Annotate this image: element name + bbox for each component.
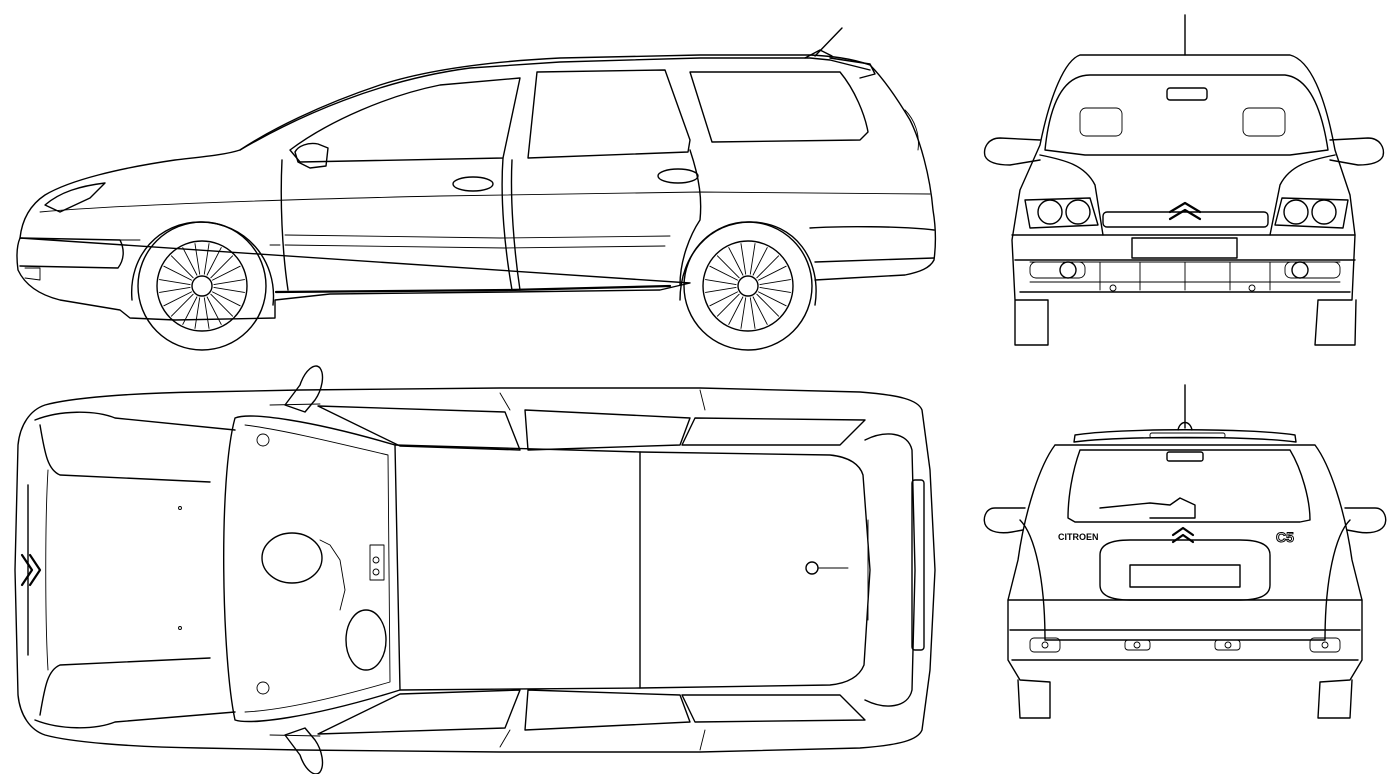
front-lower-grille (1029, 261, 1341, 291)
front-left-foglight (1059, 261, 1077, 279)
side-front-wheel (131, 221, 275, 351)
wheel-spoke (749, 243, 768, 276)
wheel-spoke (203, 243, 222, 276)
front-body-outline (1011, 54, 1357, 346)
wheel-spoke (759, 279, 791, 293)
wheel-spoke (163, 291, 194, 317)
side-mirror (294, 142, 329, 169)
side-front-door-handle (452, 176, 494, 192)
top-seat-right (345, 609, 387, 671)
top-rear-spoiler (911, 479, 925, 651)
wheel-spoke (705, 279, 737, 293)
rear-brand-badge: CITROEN (1058, 532, 1099, 542)
front-license-plate (1131, 237, 1238, 259)
rear-spoiler (1073, 429, 1297, 443)
wheel-spoke (728, 296, 747, 329)
wheel-spoke (756, 291, 787, 317)
top-view (14, 365, 936, 774)
front-chevron-logo (1168, 201, 1202, 221)
side-rear-bumper (809, 225, 935, 263)
side-sill (274, 284, 672, 294)
wheel-spoke (163, 255, 194, 281)
front-rearview-mirror (1166, 87, 1208, 101)
front-left-headlight (1024, 197, 1099, 229)
side-rear-door (510, 149, 702, 291)
wheel-spoke (709, 291, 740, 317)
top-roof-outline (394, 444, 871, 691)
front-left-mirror (983, 137, 1041, 166)
side-body-outline (16, 54, 937, 321)
side-view (16, 27, 937, 351)
top-left-window (317, 405, 866, 451)
rear-body-outline (1007, 444, 1363, 719)
rear-chevron-logo (1171, 526, 1195, 544)
top-chevron-logo (20, 553, 42, 587)
front-right-headrest (1242, 107, 1286, 137)
side-rear-door-handle (657, 168, 699, 184)
front-view (983, 14, 1385, 346)
side-quarter-window (689, 71, 869, 143)
front-left-headrest (1079, 107, 1123, 137)
wheel-spoke (728, 243, 747, 276)
top-right-mirror (284, 727, 324, 774)
side-rear-wheel (679, 221, 817, 351)
wheel-spoke (709, 255, 740, 281)
side-taillight (904, 109, 919, 151)
rear-license-plate (1129, 564, 1241, 588)
rear-window (1067, 449, 1311, 523)
wheel-spoke (182, 296, 201, 329)
front-windshield (1044, 74, 1329, 156)
rear-brake-light (1166, 451, 1204, 462)
wheel-spoke (182, 243, 201, 276)
side-front-bumper (19, 237, 124, 269)
side-spoiler (829, 57, 876, 79)
top-body-outline (14, 387, 936, 753)
front-grille (1102, 211, 1269, 228)
wheel-spoke (756, 255, 787, 281)
side-front-door (280, 157, 513, 291)
rear-wiper (1099, 497, 1196, 519)
wheel-spoke (749, 296, 768, 329)
side-roofline (239, 57, 871, 151)
front-right-foglight (1291, 261, 1309, 279)
side-headlight (44, 182, 106, 213)
wheel-spoke (159, 279, 191, 293)
top-rear-window (864, 433, 916, 707)
front-right-mirror (1329, 137, 1385, 166)
wheel-spoke (203, 296, 222, 329)
wheel-spoke (210, 255, 241, 281)
rear-bumper (1007, 599, 1363, 661)
rear-right-mirror (1344, 507, 1387, 534)
rear-model-badge: C5 (1276, 529, 1294, 545)
top-antenna-base (805, 561, 819, 575)
side-antenna (814, 27, 843, 57)
rear-left-mirror (983, 507, 1026, 534)
top-windshield (223, 415, 401, 723)
rear-view: CITROEN C5 (983, 384, 1387, 719)
top-steering-wheel (261, 532, 323, 584)
front-bumper (1011, 234, 1356, 293)
wheel-spoke (213, 279, 245, 293)
side-front-window (289, 77, 521, 163)
wheel-spoke (210, 291, 241, 317)
top-right-window (317, 689, 866, 735)
rear-tailgate (1019, 519, 1351, 641)
top-left-mirror (284, 365, 324, 413)
side-rear-window (527, 69, 691, 159)
front-right-headlight (1274, 197, 1349, 229)
